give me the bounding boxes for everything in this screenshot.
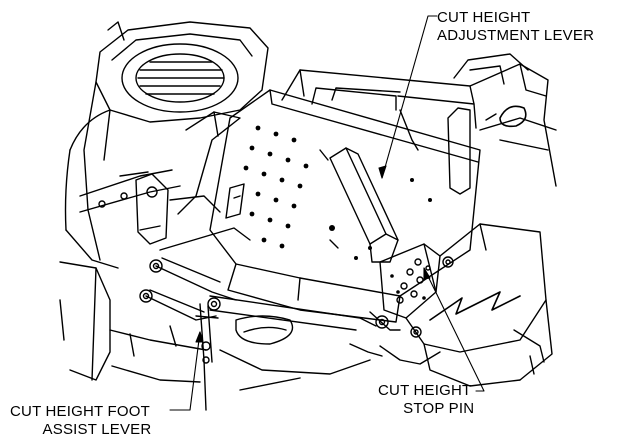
adjustment-lever-callout: CUT HEIGHT ADJUSTMENT LEVER <box>437 9 594 45</box>
stop-pin-label-line1: CUT HEIGHT <box>378 382 472 399</box>
adjustment-lever-arrow <box>378 165 387 179</box>
foot-assist-label-line2: ASSIST LEVER <box>42 421 152 438</box>
stop-pin-callout: CUT HEIGHT STOP PIN <box>378 382 499 418</box>
foot-assist-rod <box>195 303 219 411</box>
stop-pin-label-line2: STOP PIN <box>403 400 475 417</box>
stop-pin-bracket <box>369 243 441 331</box>
stop-pin-holes <box>390 274 426 300</box>
foot-assist-leader <box>169 331 201 411</box>
foot-assist-lever-callout: CUT HEIGHT FOOT ASSIST LEVER <box>10 403 184 439</box>
deck-plate <box>209 89 481 323</box>
stop-pin-leader <box>423 267 485 392</box>
callout-leaders <box>169 15 485 411</box>
stop-pin-arrow <box>423 267 431 280</box>
adjustment-lever-leader <box>381 15 438 179</box>
adjustment-lever-label-line1: CUT HEIGHT <box>437 9 531 26</box>
seat-handle <box>447 105 527 195</box>
adjustment-lever-label-line2: ADJUSTMENT LEVER <box>437 27 595 44</box>
deck-holes <box>243 125 432 260</box>
adjustment-lever <box>329 147 399 263</box>
belt-shroud <box>64 109 181 269</box>
engine-housing <box>83 21 269 261</box>
right-deck-skirt <box>405 223 553 387</box>
rear-frame <box>281 53 557 187</box>
foot-assist-arrow <box>195 331 204 343</box>
left-linkage <box>119 111 377 331</box>
foot-assist-label-line1: CUT HEIGHT FOOT <box>10 403 150 420</box>
lower-housing <box>59 261 441 391</box>
